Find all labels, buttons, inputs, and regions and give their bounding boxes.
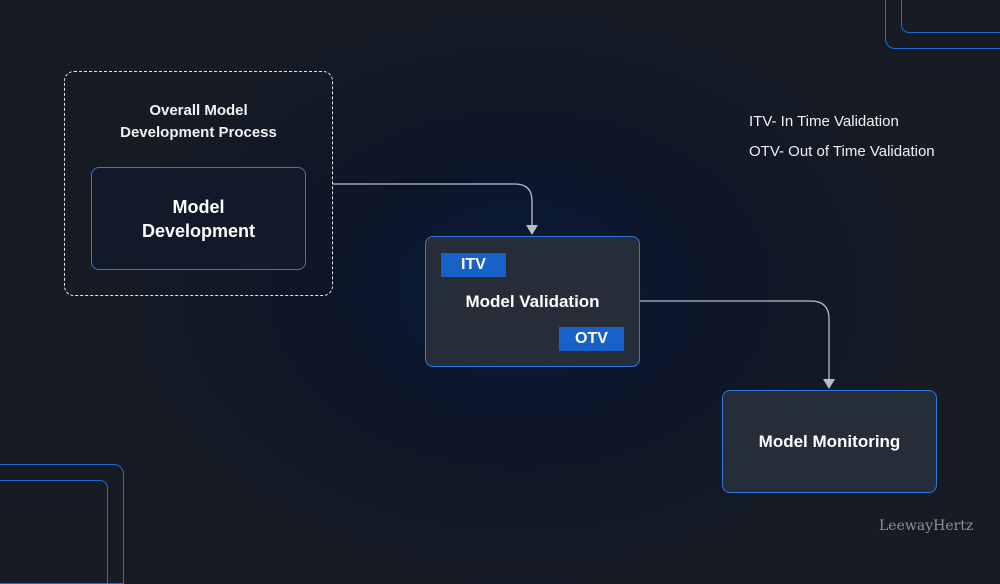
connector-layer <box>333 183 835 389</box>
model-development-node: Model Development <box>91 167 306 270</box>
decorative-corner-frame-outer <box>885 0 1000 49</box>
connector-validation-to-monitoring <box>640 300 830 380</box>
legend-itv: ITV- In Time Validation <box>749 113 899 130</box>
group-title: Overall Model Development Process <box>120 102 277 141</box>
otv-badge: OTV <box>559 327 624 351</box>
arrowhead-validation-to-monitoring <box>823 379 835 389</box>
decorative-corner-frame-inner <box>901 0 1000 33</box>
model-monitoring-node: Model Monitoring <box>722 390 937 493</box>
model-validation-label: Model Validation <box>465 291 600 311</box>
model-monitoring-label: Model Monitoring <box>758 431 901 451</box>
connector-development-to-validation <box>333 183 533 226</box>
brand-watermark: LeewayHertz <box>879 518 974 534</box>
model-development-label: Model Development <box>141 196 256 241</box>
overall-process-group: Overall Model Development Process <box>64 71 333 296</box>
legend-otv: OTV- Out of Time Validation <box>749 143 935 160</box>
arrowhead-development-to-validation <box>526 225 538 235</box>
itv-badge: ITV <box>441 253 506 277</box>
